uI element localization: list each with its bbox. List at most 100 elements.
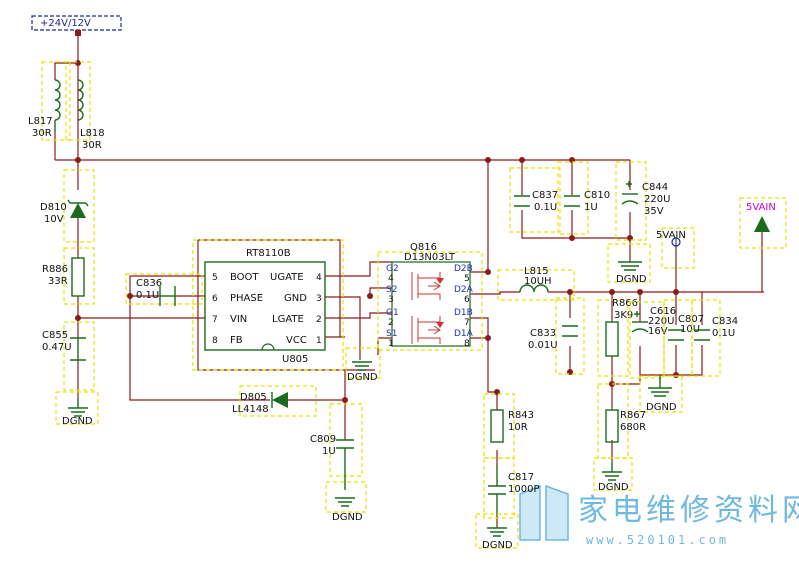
svg-text:GND: GND bbox=[284, 293, 307, 304]
rail-node-label: 5VAIN bbox=[656, 230, 686, 241]
R843-ref: R843 bbox=[508, 410, 534, 421]
resistor-R866: R866 3K9 bbox=[597, 298, 638, 377]
svg-text:FB: FB bbox=[230, 335, 243, 346]
L815-ref: L815 bbox=[524, 266, 549, 277]
svg-text:D2B: D2B bbox=[454, 264, 473, 274]
ground-input-caps: DGND bbox=[607, 243, 651, 285]
watermark-text: 家电维修资料网 bbox=[578, 493, 799, 528]
svg-text:LGATE: LGATE bbox=[272, 314, 304, 325]
resistor-R886: R886 33R bbox=[42, 247, 95, 305]
svg-text:VIN: VIN bbox=[230, 314, 247, 325]
C836-ref: C836 bbox=[136, 278, 162, 289]
mosfet-Q816: Q816 D13N03LT G2 4 S2 3 G1 2 S1 1 D2B 5 … bbox=[377, 242, 483, 351]
C817-ref: C817 bbox=[508, 472, 534, 483]
svg-text:6: 6 bbox=[464, 295, 470, 305]
inductor-L817: L817 30R bbox=[28, 61, 71, 141]
ground-mosfet-label: DGND bbox=[347, 372, 378, 383]
svg-text:5: 5 bbox=[464, 274, 470, 284]
L815-value: 10UH bbox=[524, 276, 552, 287]
svg-text:7: 7 bbox=[212, 315, 218, 325]
resistor-R843: R843 10R bbox=[483, 393, 534, 459]
L817-value: 30R bbox=[32, 128, 52, 139]
svg-text:BOOT: BOOT bbox=[230, 272, 259, 283]
C837-ref: C837 bbox=[532, 190, 558, 201]
ground-left-label: DGND bbox=[62, 416, 93, 427]
R867-ref: R867 bbox=[620, 410, 646, 421]
ic-RT8110B: RT8110B U805 5 BOOT 6 PHASE 7 VIN 8 FB U… bbox=[192, 239, 344, 371]
C809-value: 1U bbox=[322, 446, 336, 457]
watermark-url: www.520101.com bbox=[586, 533, 729, 547]
C833-value: 0.01U bbox=[528, 340, 558, 351]
ground-c809-label: DGND bbox=[332, 512, 363, 523]
ground-c817-label: DGND bbox=[482, 540, 513, 551]
ic-name: RT8110B bbox=[246, 248, 291, 259]
svg-text:G2: G2 bbox=[386, 264, 399, 274]
capacitor-C810: C810 1U bbox=[557, 161, 610, 235]
rail-5vain-label: 5VAIN bbox=[746, 202, 776, 213]
C836-value: 0.1U bbox=[136, 290, 159, 301]
svg-text:4: 4 bbox=[388, 274, 394, 284]
svg-text:UGATE: UGATE bbox=[270, 272, 304, 283]
R843-value: 10R bbox=[508, 422, 528, 433]
ground-mosfet: DGND bbox=[345, 347, 381, 383]
C616-ref: C616 bbox=[650, 306, 676, 317]
C833-ref: C833 bbox=[530, 328, 556, 339]
C844-ref: C844 bbox=[642, 182, 668, 193]
svg-text:S1: S1 bbox=[386, 329, 397, 339]
svg-text:G1: G1 bbox=[386, 308, 399, 318]
C844-value2: 35V bbox=[644, 206, 664, 217]
svg-text:3: 3 bbox=[388, 295, 394, 305]
capacitor-C844: C844 220U 35V bbox=[615, 161, 670, 241]
C834-ref: C834 bbox=[712, 316, 738, 327]
watermark: 家电维修资料网 www.520101.com bbox=[519, 484, 799, 547]
svg-text:D1A: D1A bbox=[454, 329, 474, 339]
C616-value: 220U bbox=[648, 316, 674, 327]
capacitor-C836: C836 0.1U bbox=[125, 273, 203, 306]
svg-text:3: 3 bbox=[316, 294, 322, 304]
svg-text:1: 1 bbox=[388, 339, 394, 349]
L818-value: 30R bbox=[82, 140, 102, 151]
D805-ref: D805 bbox=[240, 392, 267, 403]
capacitor-C809: C809 1U bbox=[310, 403, 363, 490]
svg-text:8: 8 bbox=[464, 339, 470, 349]
C807-value: 10U bbox=[680, 324, 700, 335]
svg-text:1: 1 bbox=[316, 336, 322, 346]
D810-value: 10V bbox=[44, 214, 64, 225]
svg-text:8: 8 bbox=[212, 336, 218, 346]
C807-ref: C807 bbox=[678, 314, 704, 325]
R867-value: 680R bbox=[620, 422, 646, 433]
svg-text:D2A: D2A bbox=[454, 285, 474, 295]
resistor-R867: R867 680R bbox=[597, 383, 646, 459]
ground-r867-label: DGND bbox=[598, 482, 629, 493]
svg-text:D1B: D1B bbox=[454, 308, 473, 318]
power-input: +24V/12V bbox=[31, 15, 122, 36]
inductor-L818: L818 30R bbox=[65, 61, 105, 151]
R866-ref: R866 bbox=[612, 298, 638, 309]
inductor-L815: L815 10UH bbox=[497, 266, 575, 301]
capacitor-C834: C834 0.1U bbox=[691, 299, 738, 377]
R886-ref: R886 bbox=[42, 264, 68, 275]
capacitor-C616: C616 220U 16V bbox=[629, 301, 676, 379]
C809-ref: C809 bbox=[310, 434, 336, 445]
ground-left: DGND bbox=[55, 391, 99, 427]
C810-value: 1U bbox=[584, 202, 598, 213]
svg-text:6: 6 bbox=[212, 294, 218, 304]
svg-text:PHASE: PHASE bbox=[230, 293, 263, 304]
D805-value: LL4148 bbox=[232, 404, 269, 415]
svg-text:5: 5 bbox=[212, 273, 218, 283]
C810-ref: C810 bbox=[584, 190, 610, 201]
ic-ref: U805 bbox=[282, 354, 308, 365]
svg-text:S2: S2 bbox=[386, 285, 397, 295]
zener-D810: D810 10V bbox=[40, 169, 95, 243]
ground-r867: DGND bbox=[593, 457, 633, 493]
capacitor-C817: C817 1000P bbox=[483, 457, 539, 519]
ground-input-label: DGND bbox=[616, 274, 647, 285]
rail-5vain: 5VAIN bbox=[739, 197, 787, 249]
capacitor-C855: C855 0.47U bbox=[42, 321, 95, 391]
capacitor-C833: C833 0.01U bbox=[528, 297, 585, 375]
ground-output-label: DGND bbox=[646, 402, 677, 413]
mosfet-part: D13N03LT bbox=[404, 252, 456, 263]
svg-text:2: 2 bbox=[388, 318, 394, 328]
